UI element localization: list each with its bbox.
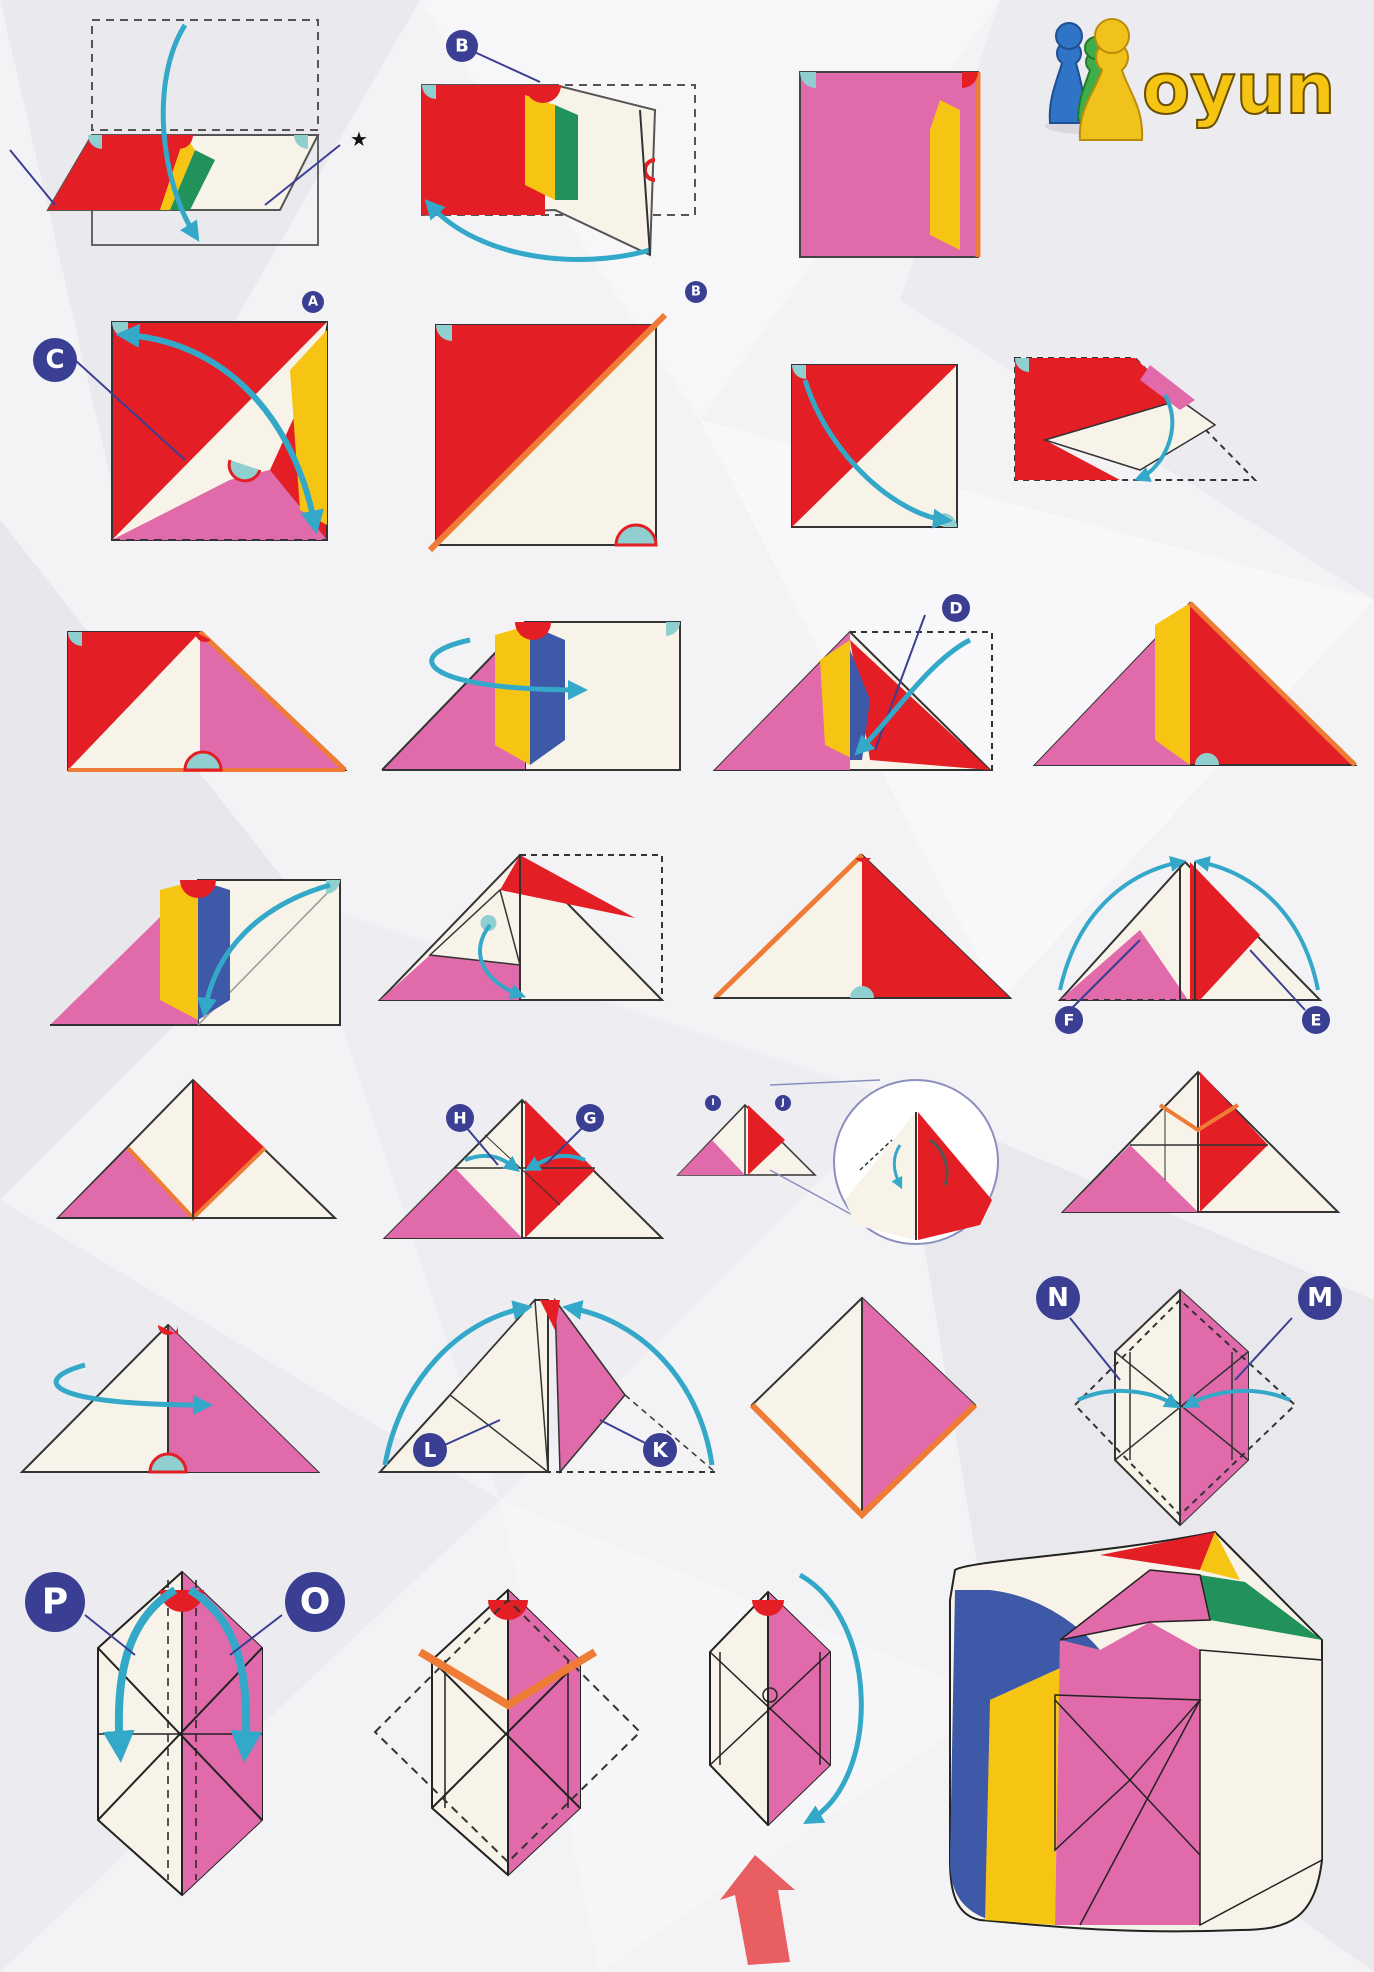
- label-C: C: [33, 338, 77, 382]
- label-E: E: [1302, 1006, 1330, 1034]
- label-L: L: [413, 1433, 447, 1467]
- logo-text: oyun: [1142, 48, 1335, 130]
- svg-text:O: O: [300, 1582, 331, 1623]
- label-J: J: [775, 1095, 791, 1111]
- svg-text:N: N: [1047, 1283, 1069, 1313]
- step-1: [10, 20, 340, 245]
- step-11: [1035, 603, 1355, 765]
- step-13: [380, 855, 662, 1000]
- step-19: [1063, 1072, 1338, 1212]
- svg-text:P: P: [42, 1582, 68, 1623]
- svg-text:M: M: [1307, 1283, 1333, 1313]
- step-16: [58, 1080, 335, 1218]
- step-18: [678, 1080, 998, 1244]
- oyun-logo: oyun: [1020, 8, 1340, 158]
- step-8: [68, 632, 345, 770]
- step-12: [50, 880, 340, 1025]
- label-F: F: [1055, 1006, 1083, 1034]
- step-3: [800, 72, 978, 257]
- label-A: A: [302, 291, 324, 313]
- label-O: O: [285, 1572, 345, 1632]
- svg-text:E: E: [1311, 1011, 1322, 1030]
- svg-text:J: J: [780, 1098, 784, 1108]
- step-17: [385, 1100, 662, 1238]
- svg-text:K: K: [652, 1438, 669, 1462]
- step-23: [1070, 1290, 1295, 1525]
- step-22: [752, 1298, 975, 1515]
- svg-text:H: H: [453, 1109, 466, 1128]
- label-B-top: B: [446, 30, 478, 62]
- label-I: I: [705, 1095, 721, 1111]
- step-9: [382, 622, 680, 770]
- label-G: G: [576, 1104, 604, 1132]
- step-4: [75, 322, 327, 540]
- label-D: D: [942, 594, 970, 622]
- svg-text:A: A: [308, 295, 318, 310]
- step-2: [422, 50, 695, 260]
- svg-text:B: B: [691, 285, 701, 300]
- step-15: [1060, 862, 1320, 1010]
- step-26: [710, 1575, 861, 1965]
- step-6: [792, 365, 957, 527]
- label-K: K: [643, 1433, 677, 1467]
- label-N: N: [1036, 1276, 1080, 1320]
- svg-text:F: F: [1064, 1011, 1075, 1030]
- step-7: [1015, 358, 1255, 480]
- step-25: [375, 1590, 640, 1875]
- svg-text:L: L: [424, 1438, 437, 1462]
- game-pawns-icon: [1045, 19, 1142, 140]
- step-5: [430, 315, 665, 550]
- svg-text:C: C: [45, 345, 64, 375]
- label-B-small: B: [685, 281, 707, 303]
- step-24: [85, 1572, 282, 1895]
- svg-text:I: I: [711, 1098, 714, 1108]
- step-20: [22, 1325, 318, 1472]
- label-P: P: [25, 1572, 85, 1632]
- label-H: H: [446, 1104, 474, 1132]
- svg-text:D: D: [949, 599, 962, 618]
- svg-text:B: B: [455, 36, 469, 57]
- svg-text:G: G: [583, 1109, 596, 1128]
- step-10: [715, 615, 992, 770]
- final-box: [950, 1532, 1322, 1931]
- step-14: [715, 855, 1010, 998]
- star-mark: ★: [350, 127, 368, 151]
- label-M: M: [1298, 1276, 1342, 1320]
